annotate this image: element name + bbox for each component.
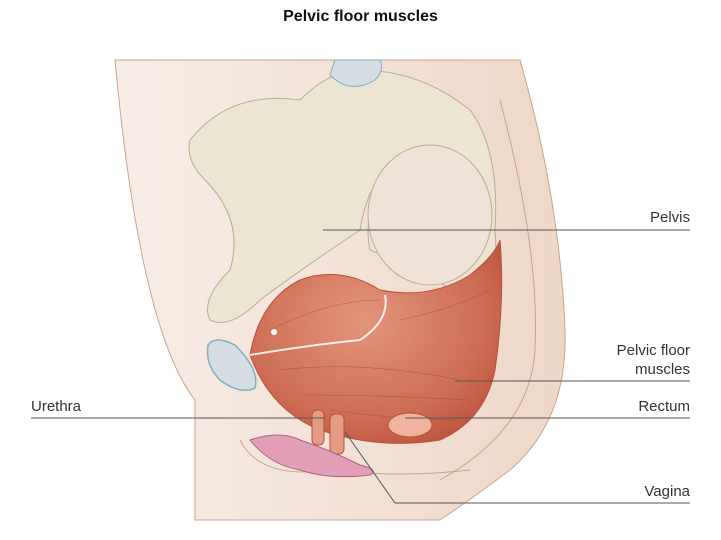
top-cartilage (329, 59, 383, 87)
label-lines (31, 229, 690, 504)
label-urethra: Urethra (31, 398, 82, 415)
pelvic-floor-muscles (249, 239, 503, 444)
vagina-tube (329, 413, 345, 455)
urethra-tube (311, 409, 325, 446)
obturator-foramen (271, 329, 277, 335)
label-rectum: Rectum (638, 398, 690, 415)
label-pelvic-floor-line2: muscles (634, 361, 690, 378)
rectum-section (387, 412, 433, 438)
label-vagina: Vagina (644, 483, 690, 500)
back-contour (439, 99, 537, 481)
pelvic-opening (367, 144, 493, 286)
label-pelvic-floor-line1: Pelvic floor (616, 342, 690, 359)
muscle-fibers (269, 289, 491, 421)
diagram-title: Pelvic floor muscles (283, 8, 438, 25)
muscle-seam (249, 294, 387, 356)
label-pelvis: Pelvis (649, 209, 690, 226)
pubic-cartilage (206, 339, 257, 391)
vulva (249, 434, 374, 478)
